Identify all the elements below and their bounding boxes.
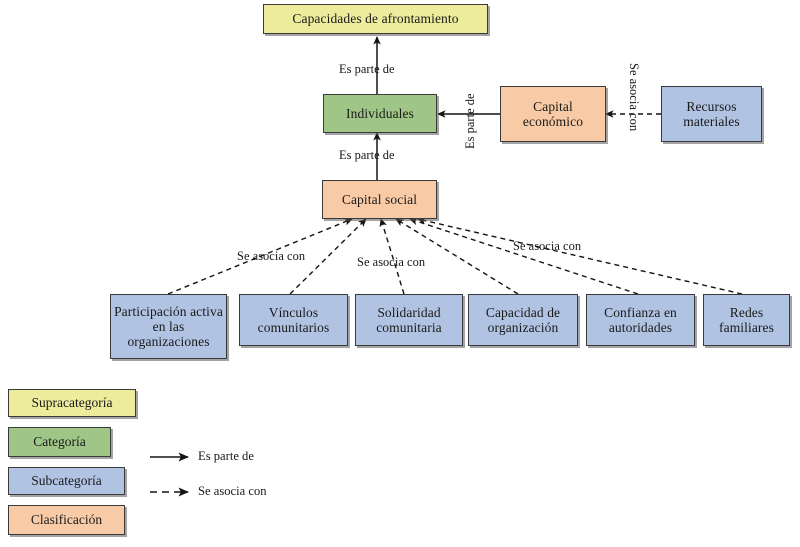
edge-label-es-parte-de-vertical: Es parte de — [463, 93, 477, 149]
edge-label-se-asocia-con-2: Se asocia con — [357, 255, 426, 269]
edge-label-es-parte-de-top: Es parte de — [339, 62, 395, 76]
legend-swatch-categoria: Categoría — [8, 427, 111, 457]
node-label: Recursos materiales — [683, 98, 740, 129]
node-label: Capacidades de afrontamiento — [292, 11, 459, 27]
legend-swatch-label: Clasificación — [30, 512, 103, 527]
node-redes-familiares[interactable]: Redes familiares — [703, 294, 790, 346]
legend-arrow-layer — [150, 452, 189, 497]
legend-label-se-asocia-con: Se asocia con — [198, 484, 267, 498]
legend-swatch-clasificacion: Clasificación — [8, 505, 125, 535]
node-label: Redes familiares — [719, 304, 774, 335]
legend-swatch-subcategoria: Subcategoría — [8, 467, 125, 495]
node-confianza-en-autoridades[interactable]: Confianza en autoridades — [586, 294, 695, 346]
node-capital-economico[interactable]: Capital económico — [500, 86, 606, 142]
node-capacidades-de-afrontamiento[interactable]: Capacidades de afrontamiento — [263, 4, 488, 34]
legend-swatch-supracategoria: Supracategoría — [8, 389, 136, 417]
node-label: Capital económico — [522, 98, 584, 129]
node-capital-social[interactable]: Capital social — [322, 180, 437, 219]
node-recursos-materiales[interactable]: Recursos materiales — [661, 86, 762, 142]
edge-label-se-asocia-con-3: Se asocia con — [513, 239, 582, 253]
edge-label-es-parte-de-middle: Es parte de — [339, 148, 395, 162]
node-label: Solidaridad comunitaria — [376, 304, 442, 335]
legend-swatch-label: Subcategoría — [31, 473, 102, 488]
node-solidaridad-comunitaria[interactable]: Solidaridad comunitaria — [355, 294, 463, 346]
node-individuales[interactable]: Individuales — [323, 94, 437, 133]
legend-swatch-label: Categoría — [33, 434, 86, 449]
legend-label-es-parte-de: Es parte de — [198, 449, 254, 463]
edge-label-se-asocia-con-1: Se asocia con — [237, 249, 306, 263]
node-capacidad-de-organizacion[interactable]: Capacidad de organización — [468, 294, 578, 346]
node-participacion-activa[interactable]: Participación activa en las organizacion… — [110, 294, 227, 359]
legend-swatch-label: Supracategoría — [31, 395, 113, 410]
node-label: Individuales — [346, 105, 414, 121]
node-label: Confianza en autoridades — [604, 304, 677, 335]
node-label: Capacidad de organización — [485, 304, 561, 335]
legend: Supracategoría Categoría Subcategoría Cl… — [0, 385, 300, 545]
node-label: Capital social — [341, 191, 418, 207]
node-vinculos-comunitarios[interactable]: Vínculos comunitarios — [239, 294, 348, 346]
node-label: Vínculos comunitarios — [257, 304, 330, 335]
node-label: Participación activa en las organizacion… — [114, 303, 223, 350]
edge-label-se-asocia-con-vertical: Se asocia con — [627, 63, 641, 132]
